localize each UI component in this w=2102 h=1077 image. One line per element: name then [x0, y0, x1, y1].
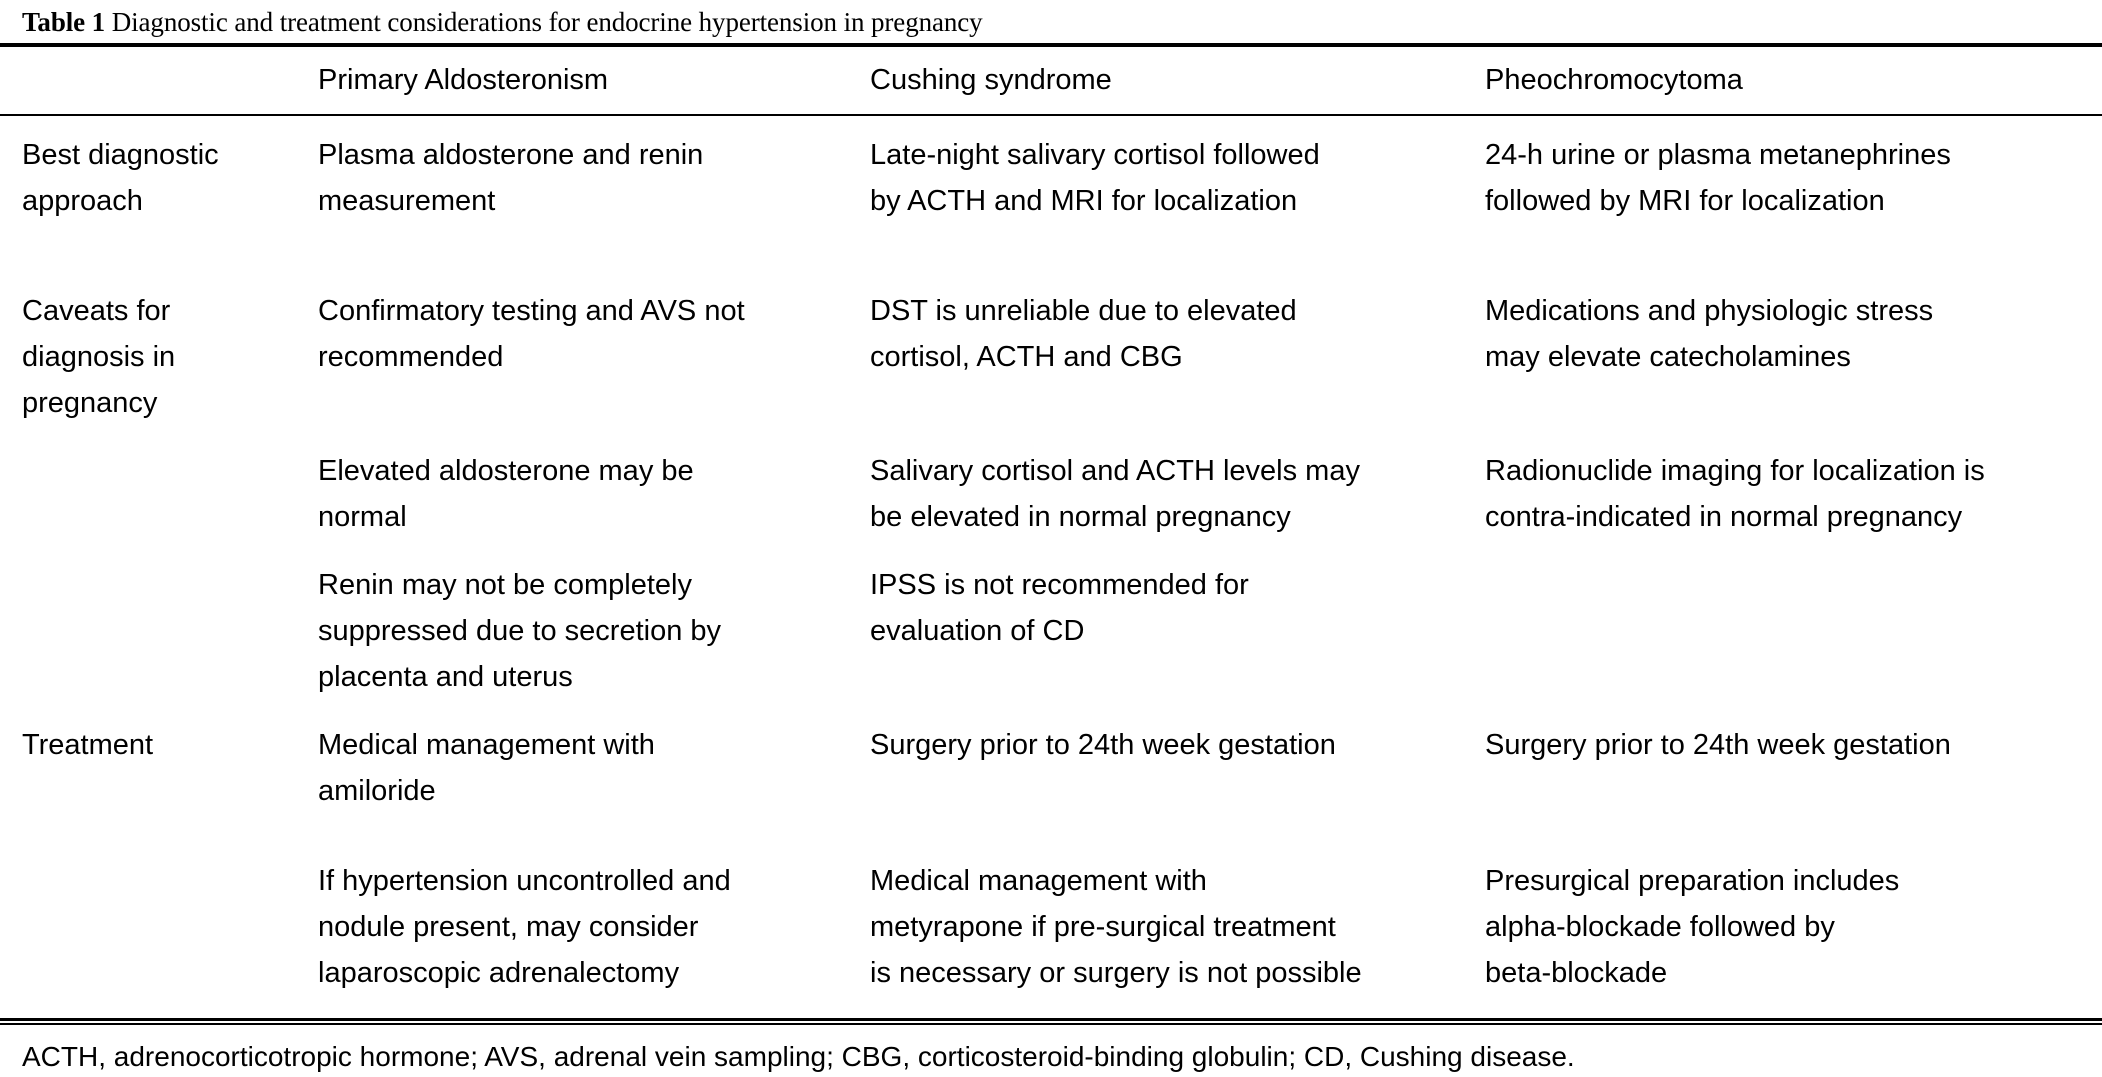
cell-cushing-syndrome: Salivary cortisol and ACTH levels may be… [870, 455, 1360, 533]
column-header-row-label [0, 47, 318, 114]
column-header-cushing-syndrome: Cushing syndrome [870, 64, 1112, 96]
subrow-spacer [0, 426, 2102, 448]
table-header-rule [0, 114, 2102, 116]
table-subrow: Elevated aldosterone may be normal Saliv… [0, 448, 2102, 540]
row-label: Caveats for diagnosis in pregnancy [22, 295, 176, 419]
table-body: Best diagnostic approach Plasma aldoster… [0, 116, 2102, 1018]
cell-primary-aldosteronism: Plasma aldosterone and renin measurement [318, 139, 704, 217]
table-caption: Table 1 Diagnostic and treatment conside… [0, 0, 2102, 43]
table-top-rule [0, 43, 2102, 47]
cell-cushing-syndrome: Surgery prior to 24th week gestation [870, 729, 1336, 761]
cell-cushing-syndrome: Medical management with metyrapone if pr… [870, 865, 1362, 989]
cell-primary-aldosteronism: Elevated aldosterone may be normal [318, 455, 694, 533]
table-bottom-rule [0, 1018, 2102, 1025]
table-caption-label: Table 1 [22, 7, 106, 37]
cell-pheochromocytoma: Medications and physiologic stress may e… [1485, 295, 1934, 373]
cell-primary-aldosteronism: If hypertension uncontrolled and nodule … [318, 865, 731, 989]
cell-primary-aldosteronism: Renin may not be completely suppressed d… [318, 569, 722, 693]
row-spacer [0, 700, 2102, 722]
cell-pheochromocytoma: Surgery prior to 24th week gestation [1485, 729, 1951, 761]
bottom-spacer [0, 996, 2102, 1018]
row-spacer [0, 224, 2102, 288]
table-footnote: ACTH, adrenocorticotropic hormone; AVS, … [22, 1041, 1575, 1072]
table-subrow: If hypertension uncontrolled and nodule … [0, 858, 2102, 996]
table-caption-text: Diagnostic and treatment considerations … [105, 7, 983, 37]
subrow-spacer [0, 814, 2102, 858]
table-header-row: Primary Aldosteronism Cushing syndrome P… [0, 47, 2102, 114]
table-row: Treatment Medical management with amilor… [0, 722, 2102, 814]
cell-cushing-syndrome: Late-night salivary cortisol followed by… [870, 139, 1320, 217]
table-row: Best diagnostic approach Plasma aldoster… [0, 116, 2102, 224]
cell-cushing-syndrome: DST is unreliable due to elevated cortis… [870, 295, 1297, 373]
cell-primary-aldosteronism: Medical management with amiloride [318, 729, 655, 807]
table-subrow: Renin may not be completely suppressed d… [0, 562, 2102, 700]
cell-pheochromocytoma: Presurgical preparation includes alpha-b… [1485, 865, 1900, 989]
row-label: Treatment [22, 729, 154, 761]
column-header-primary-aldosteronism: Primary Aldosteronism [318, 64, 609, 96]
cell-primary-aldosteronism: Confirmatory testing and AVS not recomme… [318, 295, 745, 373]
table-row: Caveats for diagnosis in pregnancy Confi… [0, 288, 2102, 426]
row-label: Best diagnostic approach [22, 139, 219, 217]
cell-cushing-syndrome: IPSS is not recommended for evaluation o… [870, 569, 1249, 647]
cell-pheochromocytoma: Radionuclide imaging for localization is… [1485, 455, 1985, 533]
column-header-pheochromocytoma: Pheochromocytoma [1485, 64, 1743, 96]
cell-pheochromocytoma: 24-h urine or plasma metanephrines follo… [1485, 139, 1951, 217]
subrow-spacer [0, 540, 2102, 562]
